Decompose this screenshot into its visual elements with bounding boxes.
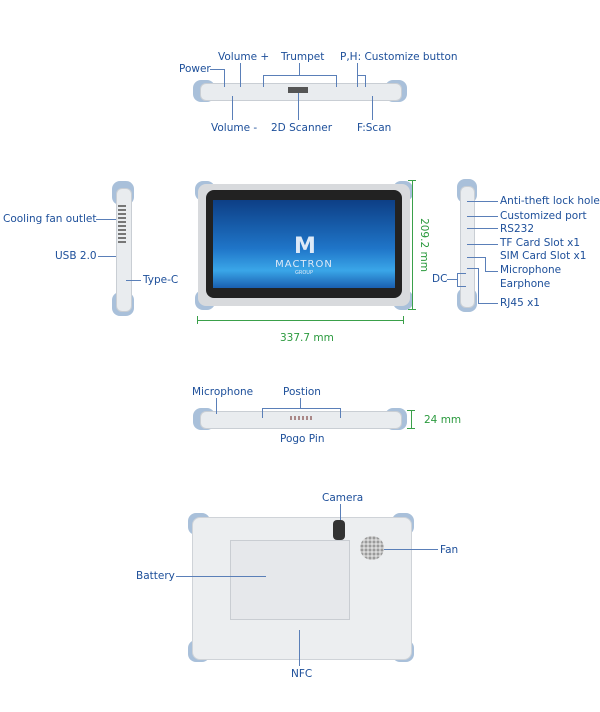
leader-line [485, 271, 498, 272]
battery-cover [230, 540, 350, 620]
leader-line [336, 75, 337, 87]
camera-module [333, 520, 345, 540]
leader-line [300, 398, 301, 408]
leader-line [216, 398, 217, 414]
label-camera: Camera [322, 492, 364, 504]
fan-grille [118, 205, 126, 245]
label-microphone: Microphone [500, 264, 562, 276]
leader-line [403, 316, 404, 324]
leader-line [457, 273, 466, 287]
leader-line [467, 244, 498, 245]
leader-line [240, 63, 241, 87]
leader-line [478, 268, 479, 303]
leader-line [485, 257, 486, 271]
leader-line [262, 408, 340, 409]
leader-line [447, 279, 457, 280]
leader-line [197, 320, 404, 321]
leader-line [365, 75, 366, 87]
leader-line: GROUP [295, 270, 313, 276]
leader-line: M [294, 234, 316, 259]
dimension-thickness: 24 mm [424, 414, 462, 426]
label-pogo-pin: Pogo Pin [280, 433, 325, 445]
label-volume-up: Volume + [218, 51, 270, 63]
leader-line [467, 201, 498, 202]
leader-line [467, 216, 498, 217]
leader-line [263, 75, 264, 87]
leader-line [197, 316, 198, 324]
leader-line [96, 219, 116, 220]
leader-line [299, 630, 300, 666]
label-anti-theft: Anti-theft lock hole [500, 195, 600, 207]
device-right-edge [460, 186, 475, 308]
leader-line [299, 63, 300, 75]
leader-line [210, 69, 224, 70]
label-scan: F:Scan [357, 122, 392, 134]
fan-vent [360, 536, 384, 560]
leader-line [412, 180, 413, 310]
leader-line [467, 268, 478, 269]
leader-line [224, 69, 225, 87]
label-nfc: NFC [291, 668, 313, 680]
label-power: Power [179, 63, 211, 75]
leader-line [372, 96, 373, 120]
label-rj45: RJ45 x1 [500, 297, 540, 309]
leader-line [478, 303, 498, 304]
label-2d-scanner: 2D Scanner [271, 122, 333, 134]
label-microphone-bottom: Microphone [192, 386, 254, 398]
leader-line: MACTRON [275, 259, 333, 270]
label-usb: USB 2.0 [55, 250, 97, 262]
scanner-window [288, 87, 308, 93]
label-tf-card: TF Card Slot x1 [500, 237, 581, 249]
label-earphone: Earphone [500, 278, 551, 290]
leader-line [98, 256, 116, 257]
leader-line [340, 504, 341, 520]
label-customize-button: P,H: Customize button [340, 51, 458, 63]
label-position: Postion [283, 386, 321, 398]
device-bottom-edge [200, 411, 402, 429]
leader-line [357, 75, 365, 76]
leader-line [298, 93, 299, 120]
label-trumpet: Trumpet [281, 51, 325, 63]
dimension-width: 337.7 mm [280, 332, 334, 344]
label-type-c: Type-C [143, 274, 179, 286]
pogo-pins [290, 416, 312, 420]
leader-line [384, 549, 438, 550]
label-battery: Battery [136, 570, 175, 582]
leader-line [176, 576, 266, 577]
leader-line [232, 96, 233, 120]
label-cooling-fan-outlet: Cooling fan outlet [3, 213, 97, 225]
leader-line [263, 75, 336, 76]
label-sim-card: SIM Card Slot x1 [500, 250, 587, 262]
leader-line [126, 280, 141, 281]
leader-line [411, 410, 412, 429]
label-customized-port: Customized port [500, 210, 587, 222]
dimension-height: 209.2 mm [417, 218, 430, 272]
label-fan: Fan [440, 544, 459, 556]
leader-line [467, 257, 485, 258]
leader-line [467, 228, 498, 229]
label-volume-down: Volume - [211, 122, 258, 134]
label-rs232: RS232 [500, 223, 535, 235]
leader-line [262, 408, 263, 418]
leader-line [340, 408, 341, 418]
label-dc: DC [432, 273, 448, 285]
